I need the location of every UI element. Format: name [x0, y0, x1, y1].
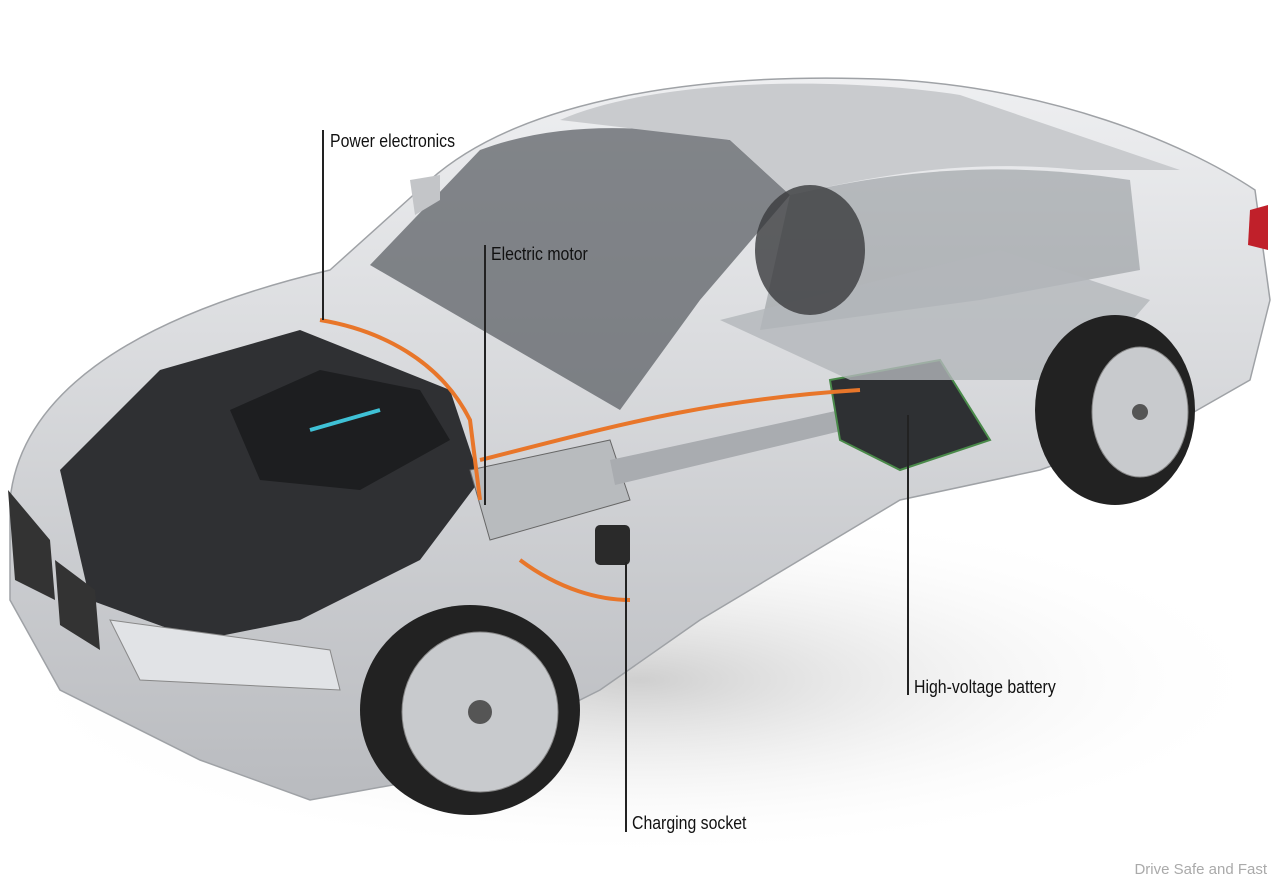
hv-cable	[319, 318, 861, 602]
watermark: Drive Safe and Fast	[1134, 861, 1267, 878]
front-wheel	[360, 605, 580, 815]
power-electronics-leader-line	[322, 130, 324, 320]
electric-motor-leader-line	[484, 245, 486, 505]
engine-cover-accent	[309, 408, 381, 432]
driveshaft	[610, 410, 845, 485]
transmission	[469, 439, 631, 541]
side-mirror	[410, 175, 440, 215]
high-voltage-battery-leader-line	[907, 415, 909, 695]
taillight	[1248, 205, 1268, 250]
roof	[560, 83, 1180, 195]
engine-cover	[230, 370, 450, 490]
high-voltage-battery-label: High-voltage battery	[914, 677, 1056, 697]
rear-wheel	[1035, 315, 1195, 505]
charging-socket-leader-line	[625, 562, 627, 832]
rear-left-wheel	[755, 185, 865, 315]
windshield	[370, 128, 790, 410]
rear-subframe	[720, 250, 1150, 380]
power-electronics-label: Power electronics	[330, 131, 456, 151]
kidney-grille	[8, 490, 100, 650]
charging-socket-label: Charging socket	[632, 813, 747, 833]
electric-motor-label: Electric motor	[491, 244, 588, 264]
headlight	[109, 619, 341, 691]
charging-socket	[595, 525, 630, 565]
